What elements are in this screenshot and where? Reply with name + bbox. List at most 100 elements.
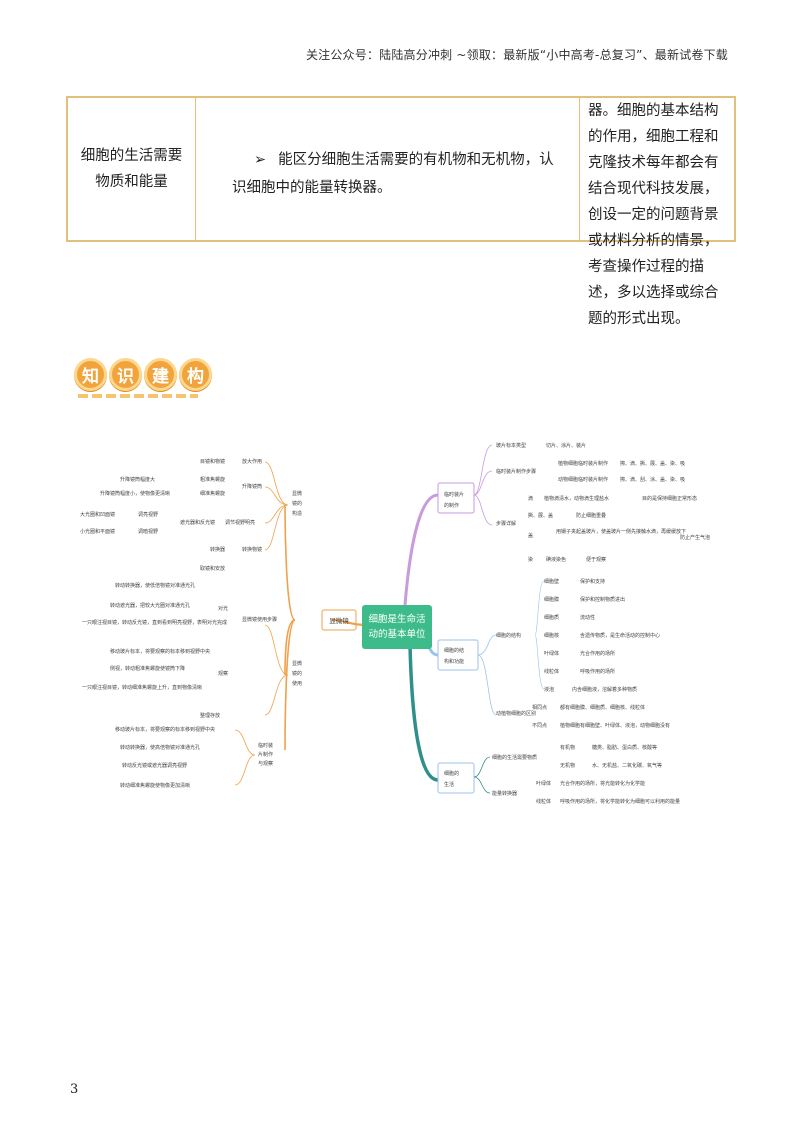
node-label: 细胞壁 <box>544 578 559 585</box>
leaf-label: 呼吸作用的场所，将化学能转化为细胞可以利用的能量 <box>560 798 680 805</box>
leaf-label: 保护和支持 <box>580 578 605 585</box>
leaf-label: 光合作用的场所 <box>580 650 615 657</box>
node-label: 观察 <box>218 670 228 677</box>
requirement-text: 能区分细胞生活需要的有机物和无机物，认识细胞中的能量转换器。 <box>232 152 554 196</box>
node-label: 能量转换器 <box>492 790 517 797</box>
bullet-arrow-icon: ➢ <box>254 152 267 168</box>
node-label: 叶绿体 <box>536 780 551 787</box>
node-label: 无机物 <box>560 762 575 769</box>
group-label: 片制作 <box>258 751 273 758</box>
node-label: 转换物镜 <box>242 546 262 553</box>
knowledge-mindmap: 细胞是生命活 动的基本单位 显微镜 显微 镜的 构造 放大作用 目镜和物镜 升降… <box>80 442 710 805</box>
leaf-label: 切片、涂片、装片 <box>546 442 586 449</box>
leaf-label: 水、无机盐、二氧化碳、氧气等 <box>592 762 662 769</box>
group-label: 临时装片 <box>444 491 464 498</box>
center-line-1: 细胞是生命活 <box>368 613 426 625</box>
leaf-label: 内含细胞液，溶解着多种物质 <box>572 686 637 693</box>
group-label: 构和功能 <box>444 658 464 665</box>
node-label: 动物细胞临时装片制作 <box>558 476 608 483</box>
page-number: 3 <box>70 1082 79 1097</box>
node-label: 线粒体 <box>544 668 559 675</box>
node-label: 植物细胞临时装片制作 <box>558 460 608 467</box>
group-label: 显微 <box>292 660 302 667</box>
table-note-cell: 器。细胞的基本结构的作用，细胞工程和克隆技术每年都会有结合现代科技发展，创设一定… <box>580 98 734 327</box>
node-label: 叶绿体 <box>544 650 559 657</box>
node-label: 临时装片制作步骤 <box>496 468 536 475</box>
leaf-label: 大光圈和凹面镜 <box>80 511 115 518</box>
leaf-label: 擦、滴、撕、展、盖、染、吸 <box>620 460 685 467</box>
leaf-label: 转动细准焦螺旋使物像更加清晰 <box>120 782 190 789</box>
node-label: 整理存放 <box>200 712 220 719</box>
leaf-label: 都有细胞膜、细胞质、细胞核、线粒体 <box>560 704 645 711</box>
section-char: 构 <box>179 358 212 391</box>
microscope-label: 显微镜 <box>329 616 349 625</box>
node-label: 细胞质 <box>544 614 559 621</box>
leaf-label: 调暗视野 <box>138 528 158 535</box>
requirements-table: 细胞的生活需要物质和能量 ➢能区分细胞生活需要的有机物和无机物，认识细胞中的能量… <box>66 96 736 327</box>
leaf-label: 碘液染色 <box>546 556 566 563</box>
leaf-label: 光合作用的场所，将光能转化为化学能 <box>560 780 645 787</box>
leaf-label: 含遗传物质，是生命活动的控制中心 <box>580 632 660 639</box>
node-label: 相同点 <box>532 704 547 711</box>
group-label: 细胞的结 <box>444 647 464 654</box>
topic-text: 细胞的生活需要物质和能量 <box>80 148 183 190</box>
leaf-label: 小光圈和平面镜 <box>80 528 115 535</box>
microscope-node <box>321 609 357 631</box>
leaf-label: 防止细胞重叠 <box>576 512 606 519</box>
leaf-label: 转动遮光器，把较大光圈对准通光孔 <box>110 602 190 609</box>
group-label: 生活 <box>444 781 454 788</box>
section-title-badges: 知 识 建 构 <box>74 358 214 391</box>
group-label: 镜的 <box>292 500 302 507</box>
group-label: 临时装 <box>258 742 273 749</box>
node-label: 细胞的结构 <box>496 632 521 639</box>
leaf-label: 侧视，转动粗准焦螺旋使镜筒下降 <box>110 665 185 672</box>
node-label: 转换器 <box>210 546 225 553</box>
table-requirement-cell: ➢能区分细胞生活需要的有机物和无机物，认识细胞中的能量转换器。 <box>196 98 580 240</box>
section-char: 识 <box>109 358 142 391</box>
node-label: 细胞核 <box>544 632 559 639</box>
table-topic-cell: 细胞的生活需要物质和能量 <box>68 98 196 240</box>
node-label: 线粒体 <box>536 798 551 805</box>
group-label: 使用 <box>292 680 302 687</box>
leaf-label: 流动性 <box>580 614 595 621</box>
leaf-label: 一只眼注视目镜，转动细准焦螺旋上升，直到物像清晰 <box>82 684 202 691</box>
leaf-label: 升降镜筒幅度小，使物像更清晰 <box>100 490 170 497</box>
node-label: 细胞膜 <box>544 596 559 603</box>
leaf-label: 保护和控制物质进出 <box>580 596 625 603</box>
node-label: 步骤详解 <box>496 520 516 527</box>
group-label: 显微 <box>292 490 302 497</box>
leaf-label: 擦、滴、刮、涂、盖、染、吸 <box>620 476 685 483</box>
node-label: 撕、展、盖 <box>528 512 553 519</box>
node-label: 液泡 <box>544 686 554 693</box>
node-label: 滴 <box>528 495 533 502</box>
node-label: 目镜和物镜 <box>200 458 225 465</box>
leaf-label: 一只眼注视目镜，转动反光镜，直到看到明亮视野，表明对光完成 <box>82 619 227 626</box>
node-label: 升降镜筒 <box>242 483 262 490</box>
leaf-label: 呼吸作用的场所 <box>580 668 615 675</box>
section-underline <box>78 394 198 398</box>
node-label: 玻片标本类型 <box>496 442 526 449</box>
group-label: 镜的 <box>292 670 302 677</box>
node-label: 显微镜使用步骤 <box>242 616 277 623</box>
leaf-label: 转动转换器，使高倍物镜对准通光孔 <box>120 744 200 751</box>
group-label: 与观察 <box>258 760 273 767</box>
node-label: 细准焦螺旋 <box>200 490 225 497</box>
node-label: 不同点 <box>532 723 547 729</box>
group-label: 的制作 <box>444 502 459 509</box>
leaf-label: 糖类、脂肪、蛋白质、核酸等 <box>592 744 657 751</box>
leaf-label: 防止产生气泡 <box>680 534 710 541</box>
leaf-label: 移动玻片标本，将要观察的标本移到视野中央 <box>115 726 215 733</box>
section-char: 知 <box>74 358 107 391</box>
node-label: 细胞的生活需要物质 <box>492 754 537 761</box>
node-label: 动植物细胞的区别 <box>496 710 536 717</box>
node-label: 遮光器和反光镜 <box>180 519 215 526</box>
page-header: 关注公众号：陆陆高分冲刺 ~领取：最新版“小中高考-总复习”、最新试卷下载 <box>305 48 728 62</box>
node-label: 染 <box>528 556 533 563</box>
leaf-label: 植物滴清水，动物滴生理盐水 <box>544 495 609 502</box>
group-label: 构造 <box>292 510 302 517</box>
leaf-label: 转动转换器，使低倍物镜对准通光孔 <box>115 582 195 589</box>
node-label: 有机物 <box>560 744 575 751</box>
node-label: 调节视野明亮 <box>225 519 255 526</box>
leaf-label: 调亮视野 <box>138 511 158 518</box>
section-char: 建 <box>144 358 177 391</box>
